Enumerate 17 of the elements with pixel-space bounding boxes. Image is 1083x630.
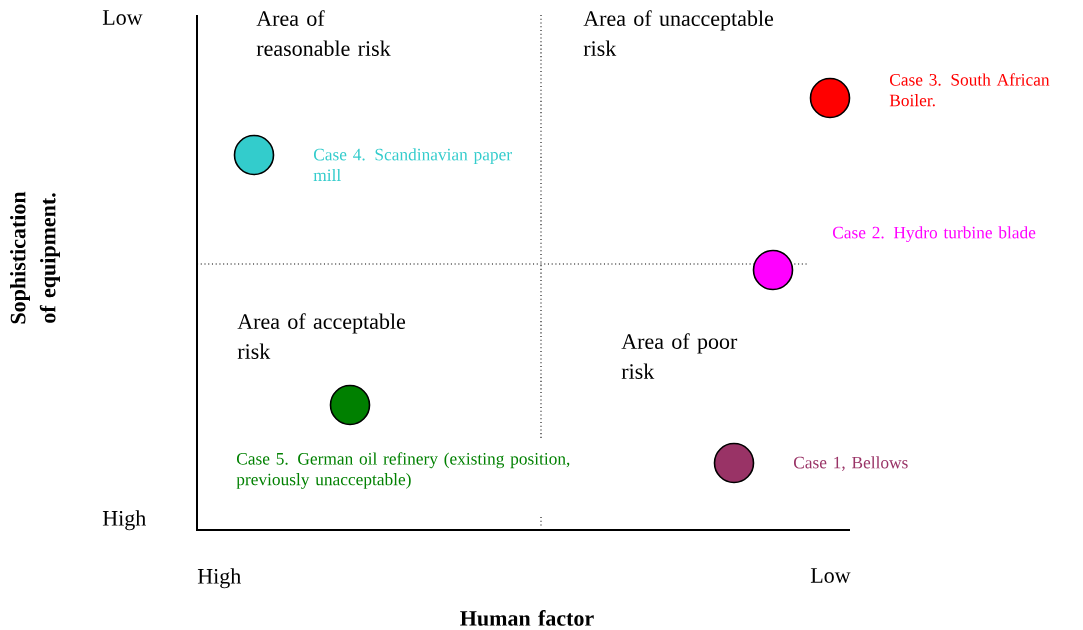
label: High — [102, 510, 146, 531]
case-label: Case 1, Bellows — [794, 456, 908, 471]
label: High — [197, 568, 241, 589]
case-marker — [713, 442, 755, 484]
label: Area of poor risk — [621, 333, 738, 379]
case-label: Case 2. Hydro turbine blade — [833, 226, 1036, 243]
case-label: Case 5. German oil refinery (existing position, previously unacceptable) — [236, 452, 570, 489]
case-marker — [752, 249, 794, 291]
label: Low — [102, 10, 143, 25]
case-marker — [809, 77, 851, 119]
label: Low — [810, 568, 851, 583]
axis-title: Human factor — [460, 610, 594, 626]
case-marker — [329, 384, 371, 426]
case-label: Case 3. South African Boiler. — [889, 73, 1050, 107]
case-label: Case 4. Scandinavian paper mill — [313, 148, 512, 181]
axis-title: Sophistication of equipment. — [10, 191, 60, 324]
case-marker — [233, 134, 275, 176]
